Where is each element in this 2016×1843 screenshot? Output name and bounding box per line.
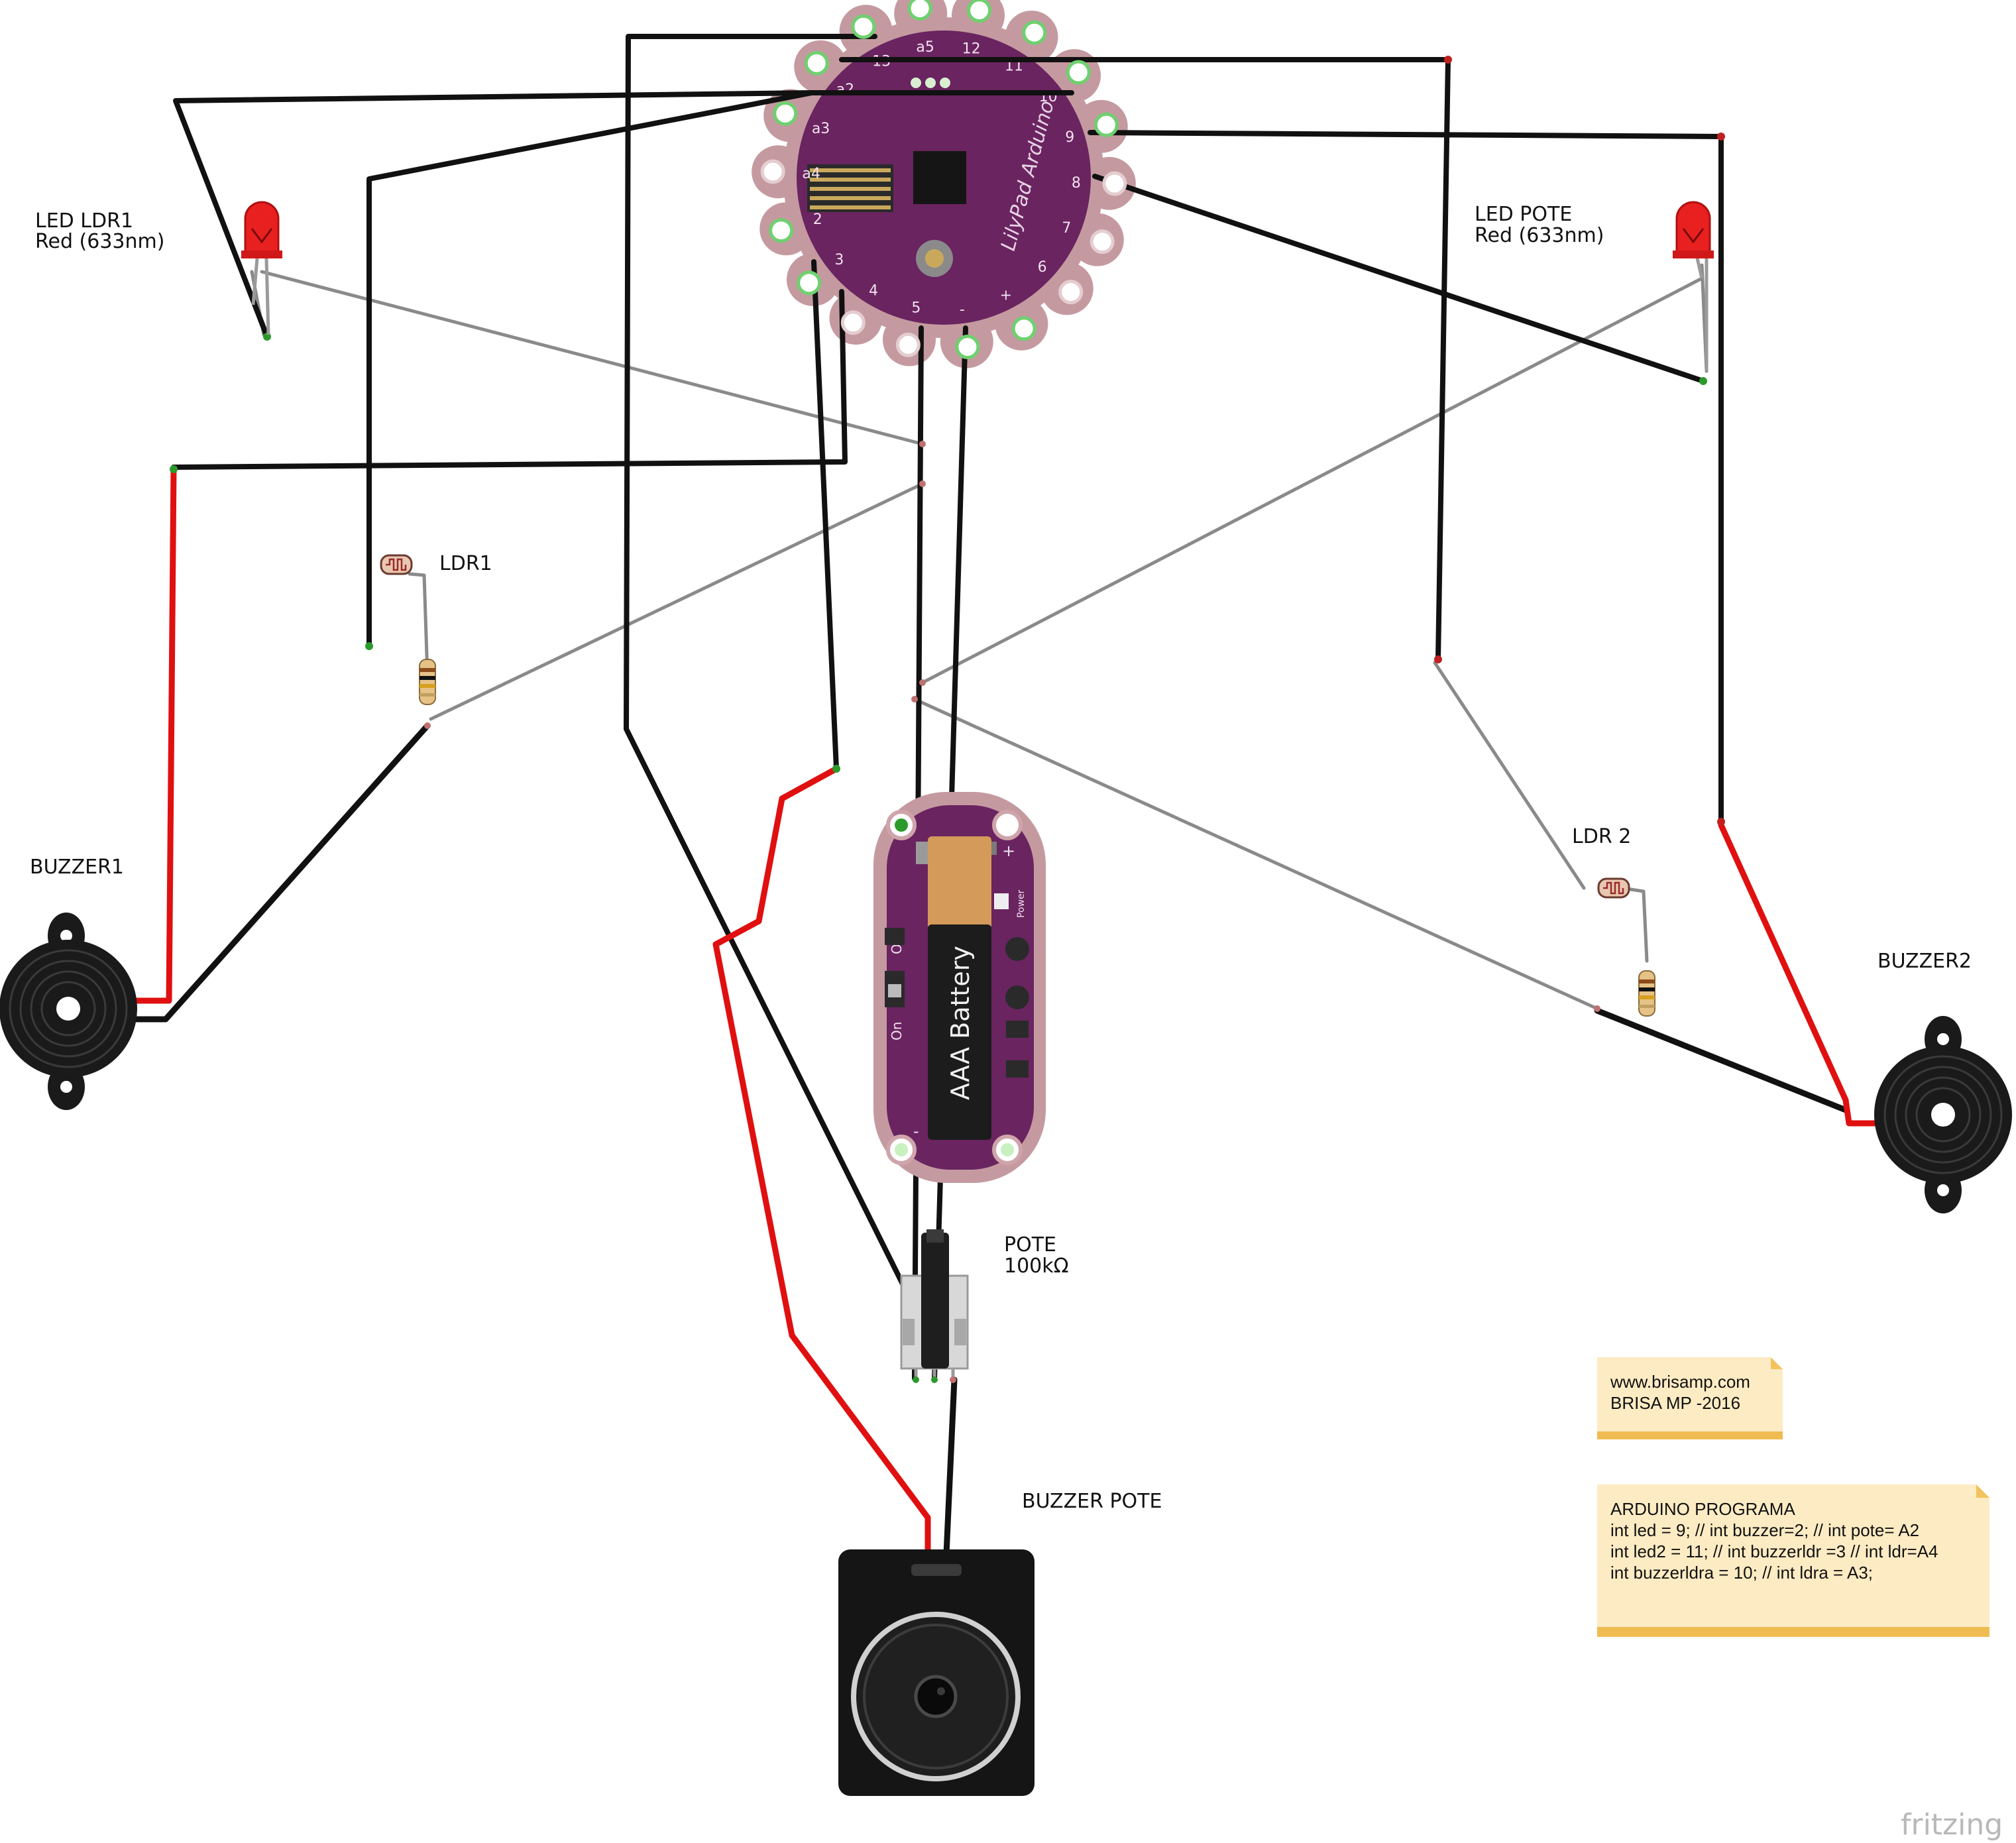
lilypad-pin-label: 2 xyxy=(813,211,822,228)
buzzer-pote-label: BUZZER POTE xyxy=(1022,1490,1162,1513)
lilypad-pin-label: 3 xyxy=(834,252,844,268)
battery-plus: + xyxy=(1002,842,1015,860)
lilypad-pin-pad[interactable] xyxy=(967,0,992,23)
lilypad-pin-label: a5 xyxy=(916,39,934,56)
lilypad-pin-pad[interactable] xyxy=(1102,171,1127,196)
wire-gray xyxy=(408,572,429,678)
lilypad-pin-label: 5 xyxy=(911,300,921,317)
pote-label: POTE xyxy=(1004,1233,1056,1257)
lilypad-pin-pad[interactable] xyxy=(804,50,829,76)
lilypad-pin-label: a4 xyxy=(802,166,820,182)
wire-black xyxy=(171,289,848,470)
buzzer2 xyxy=(1874,1016,2012,1213)
battery-switch-on: On xyxy=(889,1022,905,1040)
pote-value: 100kΩ xyxy=(1004,1255,1069,1278)
wire-black xyxy=(811,259,839,771)
led-ldr1-color: Red (633nm) xyxy=(35,230,164,253)
wire-red xyxy=(712,765,931,1554)
wire-endpoints xyxy=(170,56,1725,1012)
lilypad-pin-label: 12 xyxy=(962,40,981,57)
led-pote-color: Red (633nm) xyxy=(1475,224,1604,247)
lilypad-pin-pad[interactable] xyxy=(851,14,876,39)
note-website-line2: BRISA MP -2016 xyxy=(1610,1393,1740,1413)
wire-black xyxy=(1092,174,1706,384)
battery-minus: - xyxy=(913,1122,919,1141)
lilypad-pin-pad[interactable] xyxy=(1058,280,1084,305)
wire-black xyxy=(943,1376,958,1557)
lilypad-pin-label: - xyxy=(960,302,965,318)
lilypad-pin-pad[interactable] xyxy=(1090,229,1115,254)
wire-gray xyxy=(913,697,1599,1011)
wire-gray xyxy=(260,270,924,446)
note-program-line3: int buzzerldra = 10; // int ldra = A3; xyxy=(1610,1563,1873,1583)
ldr1-component xyxy=(380,554,413,575)
labels: LED LDR1 Red (633nm) LED POTE Red (633nm… xyxy=(30,203,2003,1842)
lilypad-pin-label: 4 xyxy=(869,283,878,300)
lilypad-pin-pad[interactable] xyxy=(1022,20,1047,45)
lilypad-pin-label: + xyxy=(1000,288,1012,304)
wire-black xyxy=(1594,1007,1849,1113)
lilypad-battery-board: AAA Battery + - Power Off On xyxy=(873,792,1046,1183)
wire-gray xyxy=(429,482,924,721)
lilypad-pads xyxy=(760,0,1127,359)
ldr2-component xyxy=(1597,877,1630,899)
lilypad-pin-pad[interactable] xyxy=(955,334,980,359)
wire-gray xyxy=(921,276,1704,685)
note-program-line2: int led2 = 11; // int buzzerldr =3 // in… xyxy=(1610,1541,1938,1561)
lilypad-pin-pad[interactable] xyxy=(1011,316,1036,341)
wire-gray xyxy=(1433,661,1586,890)
wire-black xyxy=(624,34,942,1361)
lilypad-pin-pad[interactable] xyxy=(907,0,932,21)
ldr2-label: LDR 2 xyxy=(1572,825,1631,848)
lilypad-pin-pad[interactable] xyxy=(773,101,798,126)
lilypad-pin-label: 6 xyxy=(1038,259,1047,276)
led-ldr1 xyxy=(241,201,282,335)
note-website xyxy=(1597,1357,1783,1439)
lilypad-pin-label: a3 xyxy=(812,121,830,137)
buzzer1 xyxy=(0,913,137,1110)
potentiometer[interactable] xyxy=(900,1229,969,1383)
lilypad-pin-pad[interactable] xyxy=(760,159,785,184)
note-program-title: ARDUINO PROGRAMA xyxy=(1610,1499,1795,1519)
lilypad-pin-pad[interactable] xyxy=(797,270,822,296)
lilypad-pin-label: a2 xyxy=(836,82,854,98)
fritzing-watermark: fritzing xyxy=(1901,1808,2003,1842)
wire-red xyxy=(133,466,177,1004)
wire-red xyxy=(1718,822,1879,1127)
wire-black xyxy=(173,90,814,339)
lilypad-pin-pad[interactable] xyxy=(1093,112,1119,137)
note-program-line1: int led = 9; // int buzzer=2; // int pot… xyxy=(1610,1520,1919,1540)
resistor-ldr2 xyxy=(1638,970,1655,1017)
lilypad-pin-label: 9 xyxy=(1065,129,1074,146)
speaker-buzzer-pote xyxy=(838,1549,1035,1796)
lilypad-header xyxy=(807,164,893,212)
lilypad-chip xyxy=(913,151,966,204)
resistor-ldr1 xyxy=(419,659,436,705)
led-pote-name: LED POTE xyxy=(1475,203,1572,226)
note-website-line1: www.brisamp.com xyxy=(1610,1372,1750,1392)
battery-label: AAA Battery xyxy=(946,946,975,1100)
led-pote xyxy=(1673,201,1714,371)
lilypad-pin-label: 7 xyxy=(1062,220,1071,237)
lilypad-pin-pad[interactable] xyxy=(1066,60,1091,85)
led-ldr1-name: LED LDR1 xyxy=(35,209,133,233)
lilypad-pin-pad[interactable] xyxy=(840,310,866,335)
buzzer1-label: BUZZER1 xyxy=(30,856,124,879)
buzzer2-label: BUZZER2 xyxy=(1877,950,1972,973)
lilypad-pin-pad[interactable] xyxy=(769,218,794,243)
wire-black xyxy=(366,90,1074,649)
lilypad-pin-pad[interactable] xyxy=(895,332,921,357)
wire-black xyxy=(133,722,431,1023)
battery-power-label: Power xyxy=(1016,889,1027,918)
lilypad-pin-label: 8 xyxy=(1072,175,1081,192)
note-program xyxy=(1597,1484,1989,1637)
ldr1-label: LDR1 xyxy=(439,552,492,575)
